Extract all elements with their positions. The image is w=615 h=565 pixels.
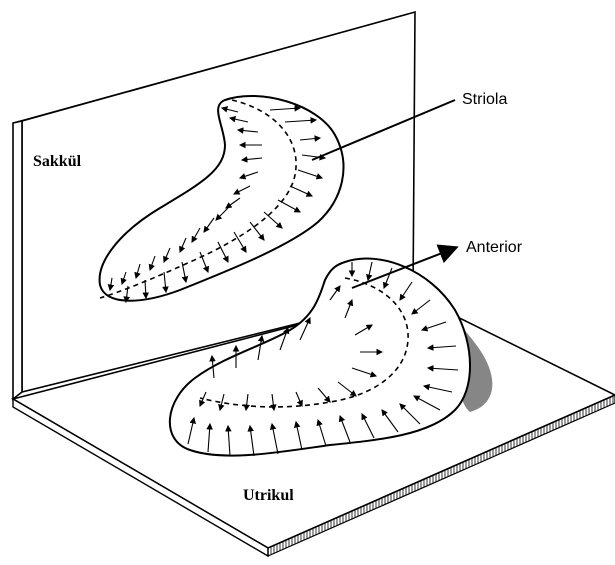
saccule-label: Sakkül xyxy=(33,153,82,170)
utricle-label: Utrikul xyxy=(243,487,294,504)
anterior-label: Anterior xyxy=(466,239,523,256)
striola-label: Striola xyxy=(462,91,507,108)
